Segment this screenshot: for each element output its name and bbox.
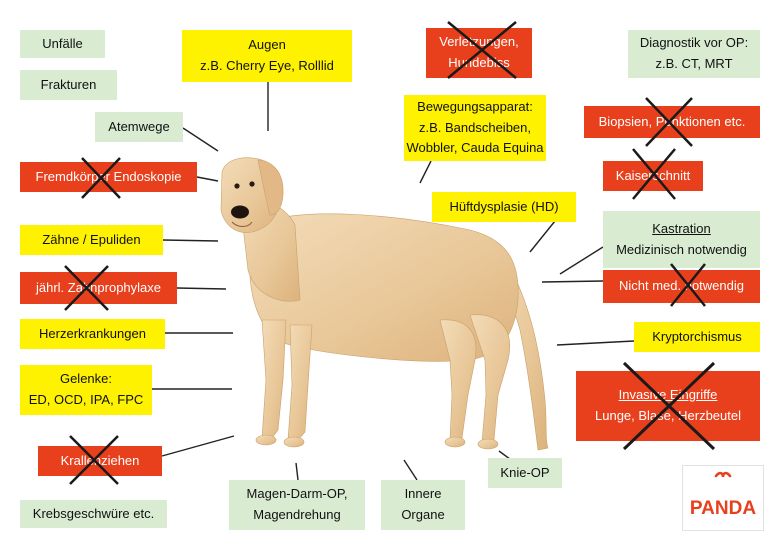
label-text: jährl. Zahnprophylaxe — [35, 279, 162, 295]
label-detail: Medizinisch notwendig — [616, 241, 747, 257]
label-line: Innere — [404, 486, 442, 502]
label-text: Biopsien, Punktionen etc. — [598, 113, 746, 129]
label-bewegungsapparat: Bewegungsapparat: z.B. Bandscheiben, Wob… — [404, 95, 546, 161]
label-text: Krallenziehen — [60, 452, 140, 468]
label-text: Krebsgeschwüre etc. — [32, 505, 155, 521]
label-detail: z.B. Cherry Eye, Rolllid — [200, 58, 334, 73]
label-detail: Lunge, Blase, Herzbeutel — [595, 408, 741, 423]
connector-hueft — [529, 220, 556, 253]
label-knie-op: Knie-OP — [488, 458, 562, 488]
label-zaehne-epuliden: Zähne / Epuliden — [20, 225, 163, 255]
label-kaiserschnitt: Kaiserschnitt — [603, 148, 703, 200]
label-text: Knie-OP — [500, 464, 550, 480]
label-zahnprophylaxe: jährl. Zahnprophylaxe — [20, 265, 177, 311]
cross-mark-icon — [622, 361, 716, 451]
panda-logo: PANDA — [682, 465, 764, 531]
label-krallenziehen: Krallenziehen — [38, 435, 162, 485]
label-invasive-eingriffe: Invasive Eingriffe Lunge, Blase, Herzbeu… — [576, 361, 760, 451]
label-title: Gelenke: — [59, 371, 113, 387]
label-atemwege: Atemwege — [95, 112, 183, 142]
cross-mark-icon — [69, 435, 119, 485]
label-detail: ED, OCD, IPA, FPC — [28, 392, 144, 407]
cross-mark-icon — [447, 21, 517, 79]
label-line: Magendrehung — [253, 507, 341, 522]
connector-atemwege — [182, 127, 219, 152]
cross-mark-icon — [64, 265, 109, 311]
label-biopsien-punktionen: Biopsien, Punktionen etc. — [584, 97, 760, 147]
label-herzerkrankungen: Herzerkrankungen — [20, 319, 165, 349]
label-text: Nicht med. notwendig — [618, 278, 744, 294]
label-fremdkoerper-endoskopie: Fremdkörper Endoskopie — [20, 157, 197, 199]
label-frakturen: Frakturen — [20, 70, 117, 100]
connector-fremdkoerper — [196, 176, 219, 182]
label-krebsgeschwuere: Krebsgeschwüre etc. — [20, 500, 167, 528]
logo-text: PANDA — [690, 498, 756, 519]
label-title: Augen — [248, 37, 286, 53]
cross-mark-icon — [632, 148, 676, 200]
label-kastration: Kastration Medizinisch notwendig — [603, 211, 760, 268]
connector-bewegung — [419, 160, 432, 184]
label-augen: Augen z.B. Cherry Eye, Rolllid — [182, 30, 352, 82]
label-text: Zähne / Epuliden — [42, 231, 141, 247]
panda-logo-mark: PANDA — [690, 471, 756, 519]
label-text: Atemwege — [108, 118, 170, 134]
label-text: Hüftdysplasie (HD) — [449, 198, 559, 214]
label-line: Magen-Darm-OP, — [246, 486, 348, 502]
connector-kryptorchismus — [556, 340, 635, 346]
connector-zaehne — [162, 239, 219, 242]
label-diagnostik-vor-op: Diagnostik vor OP: z.B. CT, MRT — [628, 30, 760, 78]
connector-magen — [295, 462, 299, 481]
label-innere-organe: Innere Organe — [381, 480, 465, 530]
cross-mark-icon — [81, 157, 121, 199]
label-hueftdysplasie: Hüftdysplasie (HD) — [432, 192, 576, 222]
label-text: Frakturen — [40, 76, 97, 92]
label-title: Kastration — [652, 220, 711, 236]
label-line: Wobbler, Cauda Equina — [406, 140, 544, 156]
label-gelenke: Gelenke: ED, OCD, IPA, FPC — [20, 365, 152, 415]
label-nicht-med-notwendig: Nicht med. notwendig — [603, 263, 760, 307]
label-title: Invasive Eingriffe — [618, 387, 718, 403]
label-title: Bewegungsapparat: — [417, 98, 533, 114]
label-verletzungen-hundebiss: Verletzungen, Hundebiss — [426, 21, 532, 79]
label-text: Fremdkörper Endoskopie — [35, 168, 182, 184]
label-line: Organe — [401, 507, 445, 522]
label-detail: z.B. CT, MRT — [655, 56, 733, 71]
label-line: z.B. Bandscheiben, — [418, 119, 532, 135]
cross-mark-icon — [670, 263, 706, 307]
label-unfaelle: Unfälle — [20, 30, 105, 58]
connector-zahnprophylaxe — [176, 287, 227, 290]
label-text: Unfälle — [42, 35, 83, 51]
connector-krallen — [161, 435, 235, 457]
connector-nicht-med — [541, 280, 604, 283]
label-line: Verletzungen, — [439, 34, 519, 50]
label-text: Herzerkrankungen — [39, 325, 146, 341]
connector-kastration — [559, 246, 604, 275]
label-kryptorchismus: Kryptorchismus — [634, 322, 760, 352]
label-magen-darm-op: Magen-Darm-OP, Magendrehung — [229, 480, 365, 530]
cross-mark-icon — [645, 97, 693, 147]
label-title: Diagnostik vor OP: — [639, 35, 749, 51]
connector-innere — [403, 459, 418, 481]
label-text: Kryptorchismus — [652, 328, 742, 344]
